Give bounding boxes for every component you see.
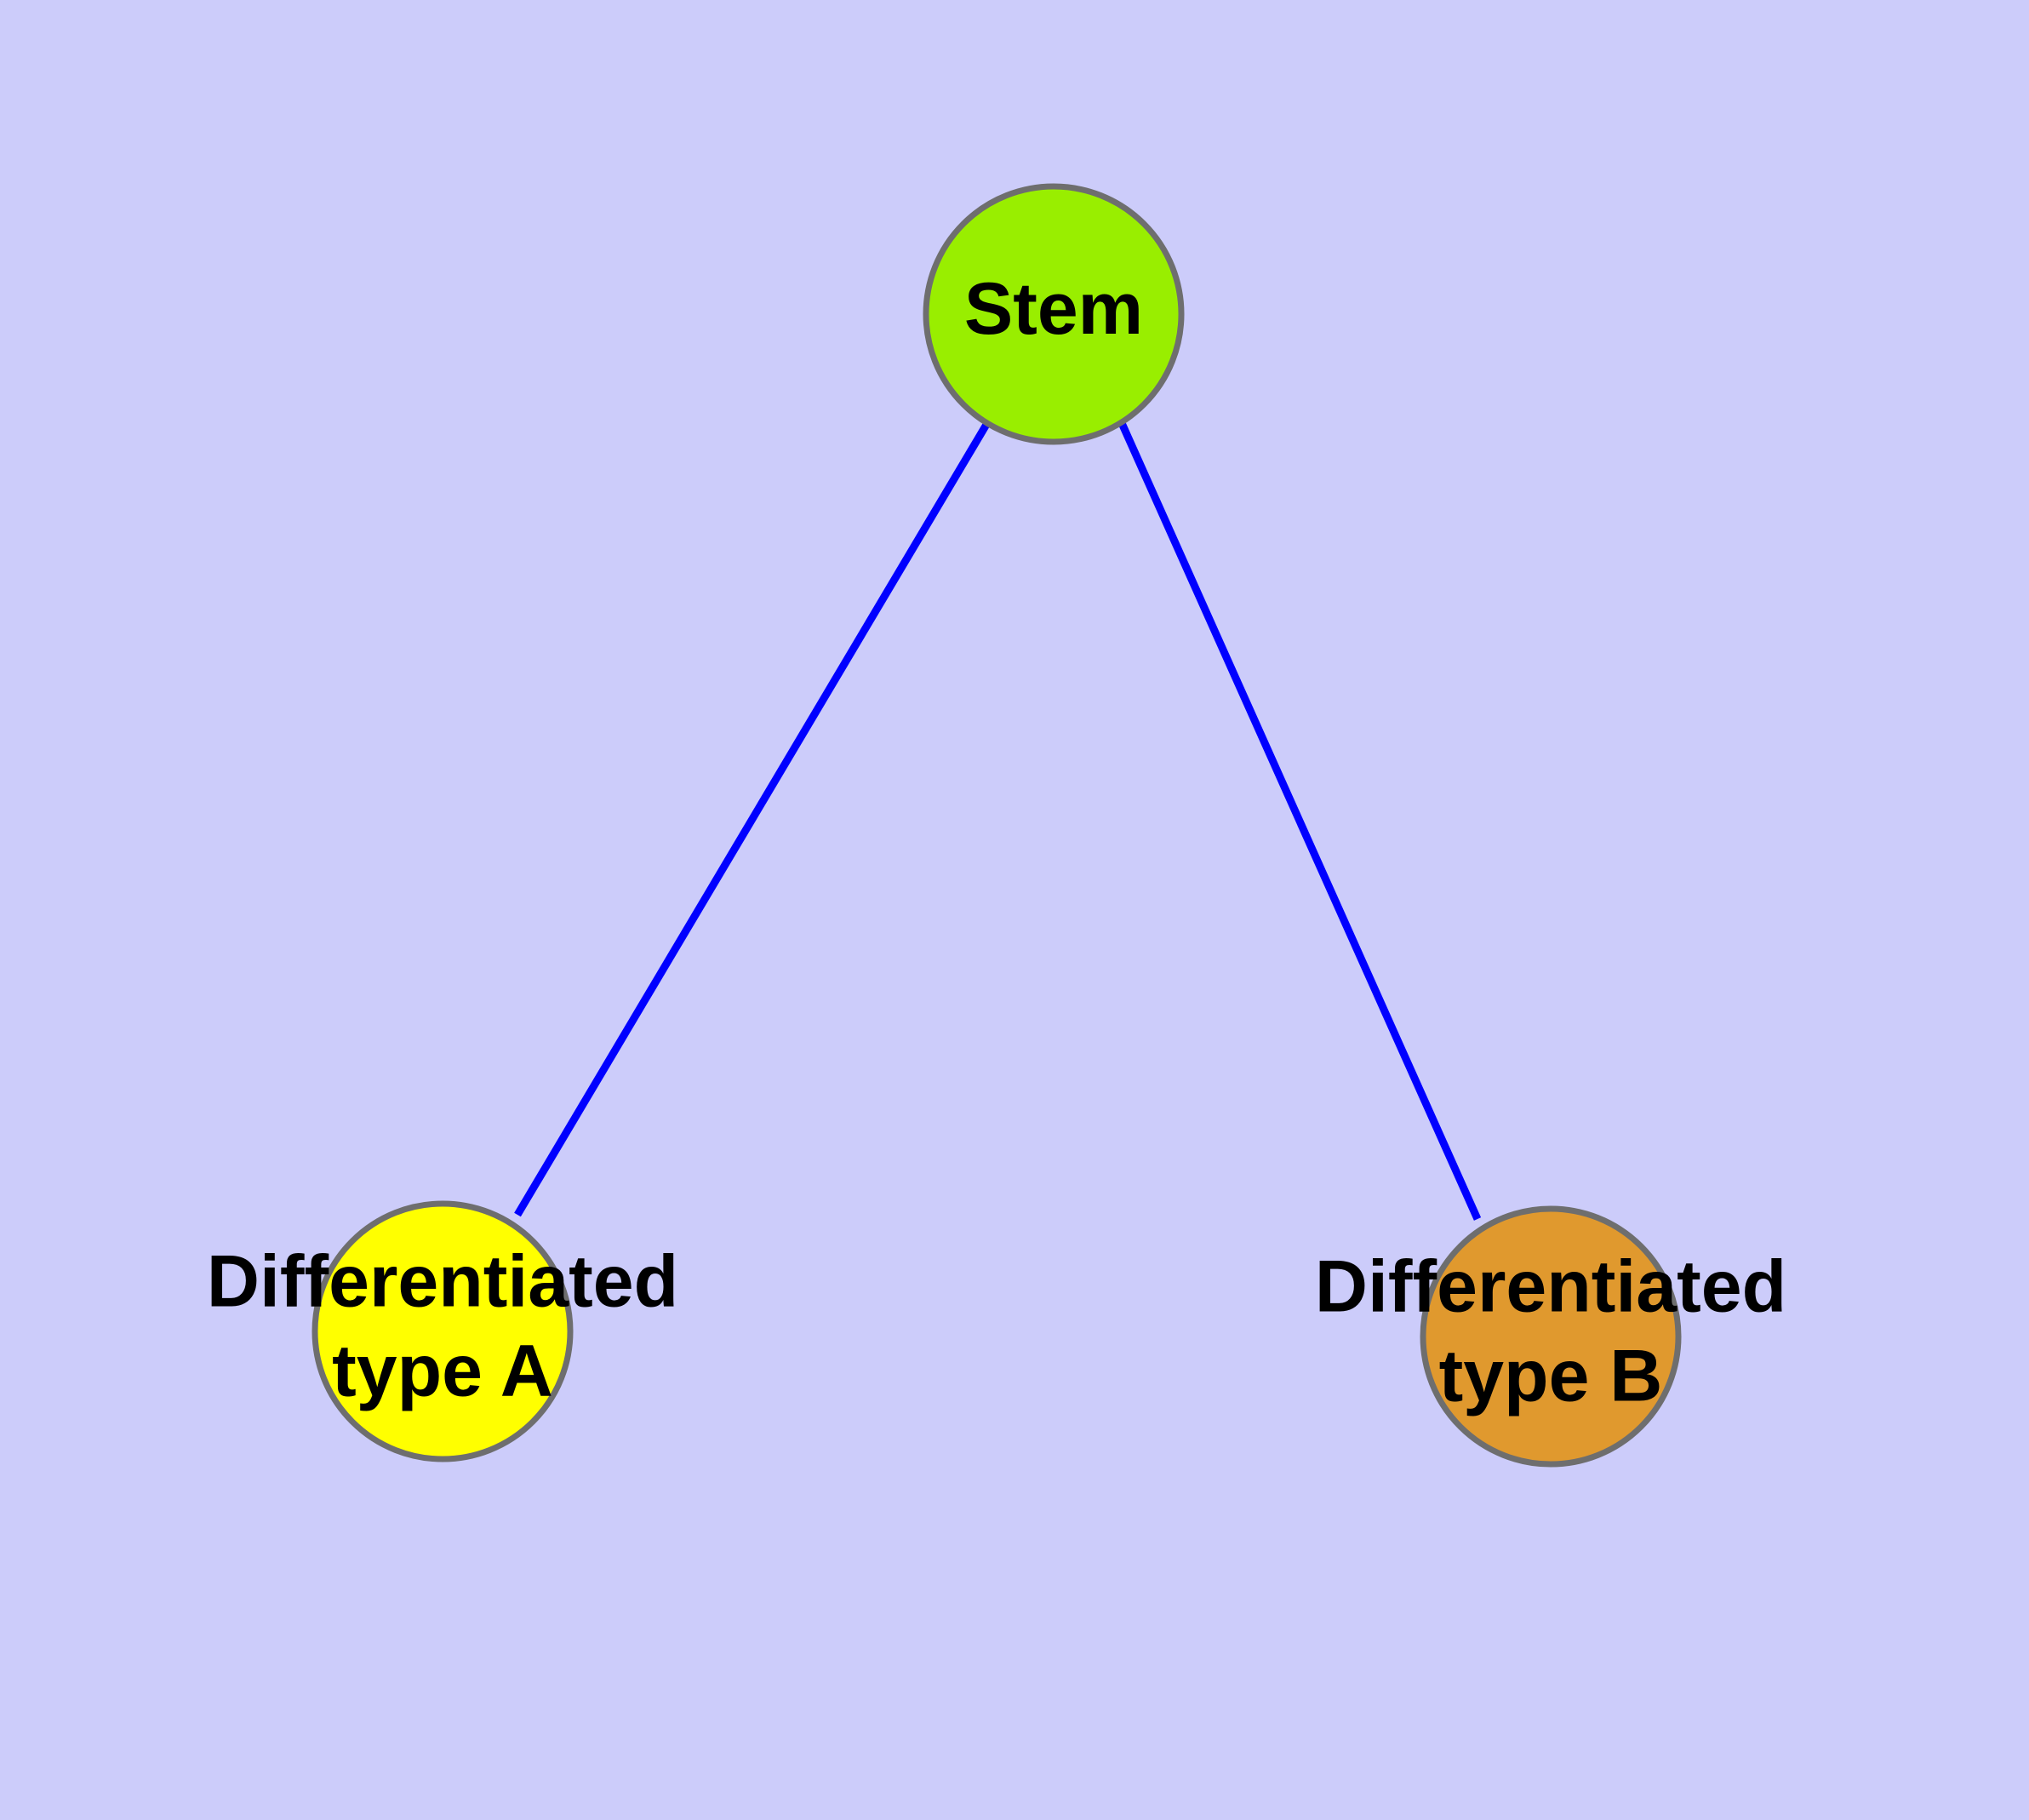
node-circle-stem[interactable] [923, 183, 1185, 445]
node-label-stem: Stem [964, 268, 1143, 350]
node-label-line: Stem [964, 268, 1143, 350]
node-label-line: type B [1439, 1335, 1663, 1417]
edge-stem-to-b[interactable] [1117, 421, 1482, 1221]
node-label-line: Differentiated [207, 1240, 678, 1322]
edges-layer [514, 421, 1482, 1221]
node-circle-diff_a[interactable] [311, 1200, 574, 1462]
node-label-line: type A [332, 1330, 553, 1411]
edge-stem-to-a[interactable] [514, 421, 991, 1217]
node-circle-diff_b[interactable] [1420, 1205, 1682, 1468]
node-label-line: Differentiated [1315, 1245, 1786, 1327]
node-stem[interactable]: Stem [923, 183, 1185, 445]
